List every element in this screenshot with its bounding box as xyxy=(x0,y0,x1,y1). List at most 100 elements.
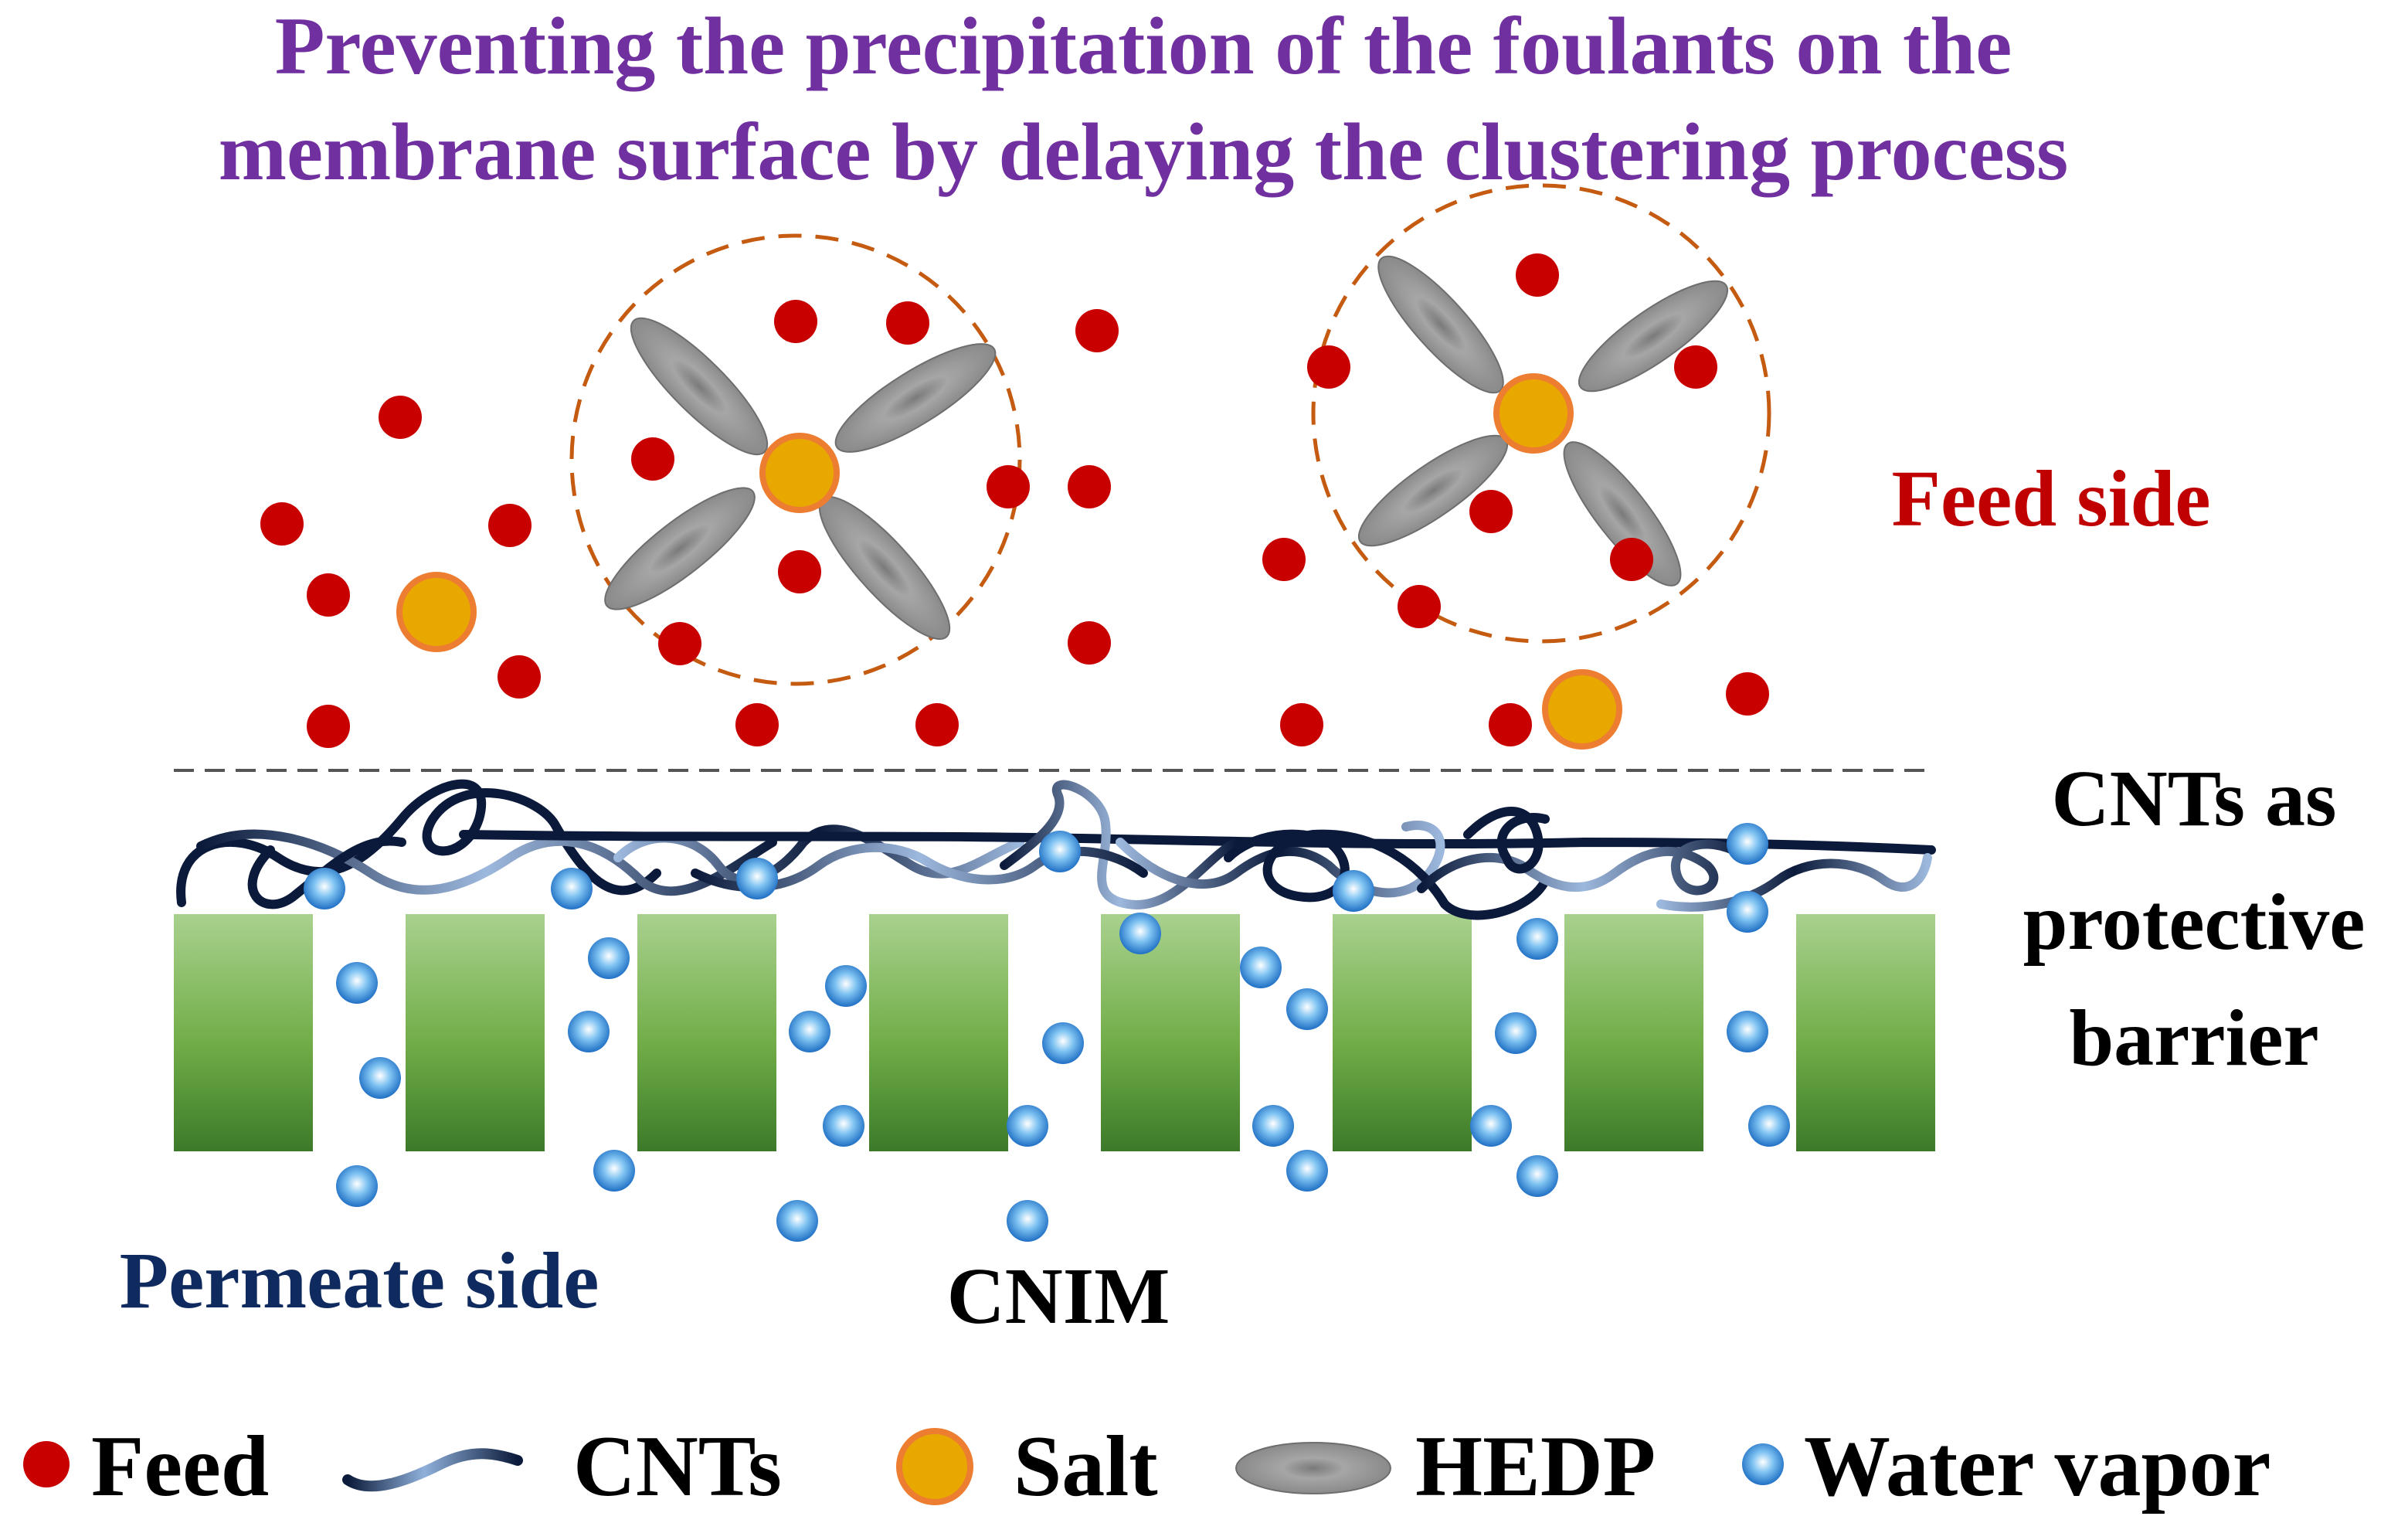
title-line-2: membrane surface by delaying the cluster… xyxy=(219,107,2069,197)
legend-hedp-icon xyxy=(1235,1442,1391,1494)
feed-particle xyxy=(1516,253,1559,297)
membrane-block xyxy=(1333,914,1472,1151)
water-vapor-droplet xyxy=(1470,1105,1512,1147)
feed-particle xyxy=(1068,465,1111,508)
feed-particle xyxy=(631,437,674,481)
hedp-molecule xyxy=(1563,441,1682,586)
cnt-strand xyxy=(1417,839,1751,896)
feed-particle xyxy=(1075,309,1119,352)
water-vapor-droplet xyxy=(593,1150,635,1192)
water-vapor-droplet xyxy=(336,962,378,1004)
cnt-barrier-label-line-1: CNTs as xyxy=(2052,754,2337,843)
water-vapor-droplet xyxy=(1727,823,1768,865)
membrane-block xyxy=(174,914,313,1151)
feed-particle xyxy=(1280,703,1323,746)
salt-particle xyxy=(759,433,840,513)
water-vapor-droplet xyxy=(588,937,630,979)
feed-side-label: Feed side xyxy=(1891,454,2210,543)
legend-salt-icon xyxy=(896,1428,973,1505)
hedp-molecule xyxy=(818,495,951,641)
water-vapor-droplet xyxy=(1286,1150,1328,1192)
feed-particle xyxy=(774,300,817,343)
water-vapor-droplet xyxy=(568,1011,610,1052)
water-vapor-droplet xyxy=(1516,918,1558,960)
water-vapor-droplet xyxy=(1119,913,1161,954)
legend-water-vapor-label: Water vapor xyxy=(1804,1419,2271,1515)
feed-particle xyxy=(260,502,304,546)
cnt-strand xyxy=(1224,829,1550,920)
water-vapor-droplet xyxy=(1286,988,1328,1030)
membrane-block xyxy=(1796,914,1935,1151)
water-vapor-droplet xyxy=(336,1165,378,1207)
permeate-side-label: Permeate side xyxy=(120,1236,599,1325)
cluster-outline-left xyxy=(569,233,1022,686)
feed-particle xyxy=(1489,703,1532,746)
water-vapor-droplet xyxy=(1516,1155,1558,1197)
membrane-block xyxy=(406,914,545,1151)
feed-particle xyxy=(1674,345,1717,389)
salt-particle xyxy=(1493,373,1574,454)
water-vapor-droplet xyxy=(1039,831,1081,872)
cnt-strand xyxy=(176,779,661,907)
membrane-blocks xyxy=(174,914,1935,1151)
feed-particle xyxy=(886,301,929,345)
water-vapor-droplet xyxy=(551,868,593,909)
membrane-block xyxy=(1564,914,1703,1151)
cnt-strand xyxy=(1116,821,1445,898)
cnt-strand xyxy=(1463,807,1550,874)
hedp-molecule xyxy=(834,343,997,453)
feed-particle xyxy=(1398,585,1441,628)
cluster-outline-right xyxy=(1311,183,1771,644)
feed-particle xyxy=(1307,345,1350,389)
legend-hedp-label: HEDP xyxy=(1415,1419,1656,1515)
hedp-molecule xyxy=(1377,255,1504,394)
water-vapor-droplet xyxy=(776,1200,818,1242)
feed-particle xyxy=(658,622,701,665)
feed-particle xyxy=(1262,538,1306,581)
water-vapor-droplet xyxy=(789,1011,830,1052)
cnt-strand xyxy=(247,836,406,909)
water-vapor-droplets xyxy=(304,823,1790,1242)
water-vapor-droplet xyxy=(1007,1200,1048,1242)
hedp-molecule xyxy=(630,317,769,456)
membrane-block xyxy=(869,914,1008,1151)
cnt-strand xyxy=(1656,853,1932,912)
water-vapor-droplet xyxy=(736,858,778,899)
feed-particle xyxy=(915,703,959,746)
feed-particle xyxy=(778,550,821,593)
cnt-strand xyxy=(1000,780,1241,909)
hedp-group-left xyxy=(604,317,997,641)
legend-salt-label: Salt xyxy=(1014,1419,1158,1515)
feed-particle xyxy=(488,504,532,547)
feed-particle xyxy=(307,705,350,748)
water-vapor-droplet xyxy=(1333,870,1374,912)
cnt-barrier-label-line-3: barrier xyxy=(2069,994,2318,1083)
legend-water-vapor-icon xyxy=(1742,1443,1784,1485)
feed-particle xyxy=(379,396,422,439)
water-vapor-droplet xyxy=(1727,891,1768,933)
legend-cnt-icon xyxy=(342,1448,523,1492)
membrane-block xyxy=(1101,914,1240,1151)
feed-particle xyxy=(498,655,541,699)
water-vapor-droplet xyxy=(359,1057,401,1099)
feed-particle xyxy=(735,703,779,746)
water-vapor-droplet xyxy=(1748,1105,1790,1147)
feed-particle xyxy=(1068,621,1111,665)
title-line-1: Preventing the precipitation of the foul… xyxy=(275,1,2012,91)
feed-particles xyxy=(260,253,1769,748)
feed-particle xyxy=(987,465,1030,508)
membrane-block xyxy=(637,914,776,1151)
salt-particle xyxy=(1542,669,1622,750)
feed-particle xyxy=(1726,672,1769,716)
water-vapor-droplet xyxy=(1252,1105,1294,1147)
cnt-barrier-label-line-2: protective xyxy=(2023,878,2366,967)
legend-feed-icon xyxy=(23,1441,70,1487)
water-vapor-droplet xyxy=(304,868,345,909)
feed-particle xyxy=(307,573,350,617)
legend-feed-label: Feed xyxy=(91,1419,269,1515)
water-vapor-droplet xyxy=(825,965,867,1007)
hedp-molecule xyxy=(1578,280,1729,393)
hedp-molecule xyxy=(604,487,756,610)
cnt-strand xyxy=(196,829,777,896)
